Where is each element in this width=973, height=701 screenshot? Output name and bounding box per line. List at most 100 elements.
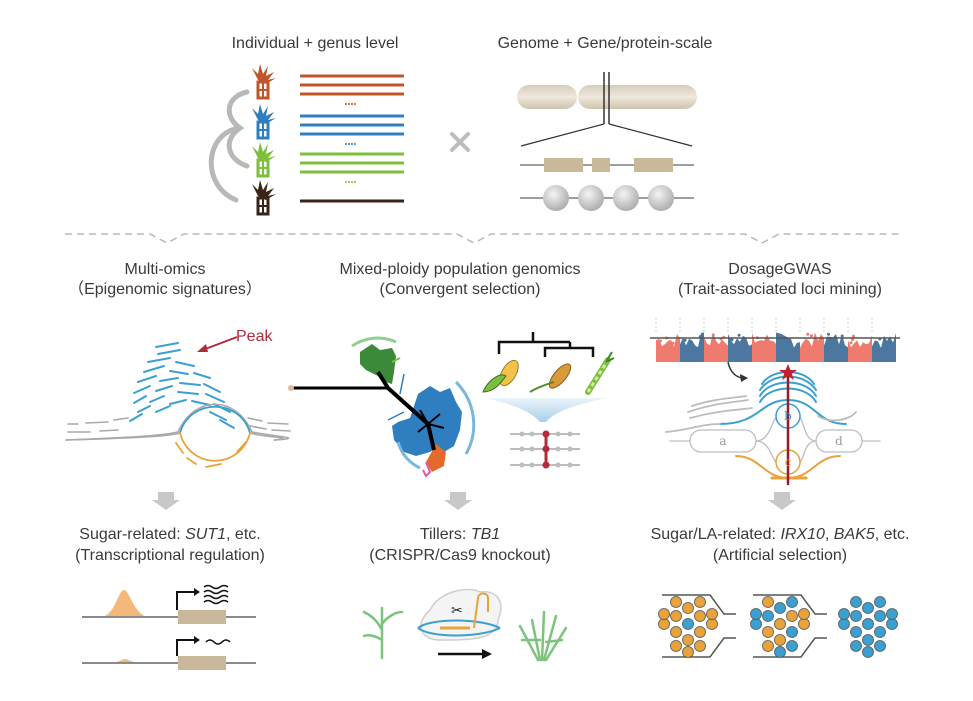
- manhattan-point: [886, 341, 890, 345]
- manhattan-point: [827, 332, 830, 336]
- peak-arrow-icon: [197, 336, 238, 352]
- manhattan-point: [809, 334, 813, 338]
- exon: [592, 158, 610, 172]
- chromatin-read-dash: [169, 370, 189, 375]
- blue-allele-dot: [774, 646, 786, 658]
- cane-icon: [252, 142, 276, 178]
- manhattan-point: [852, 334, 855, 338]
- gene-label-d: d: [835, 434, 843, 448]
- blue-allele-dot: [862, 618, 874, 630]
- chromatin-read-dash: [177, 391, 199, 395]
- manhattan-point: [789, 342, 793, 346]
- chromatin-read-dash: [219, 419, 235, 429]
- gene-body: [178, 656, 226, 670]
- guide-rna-hairpin: [473, 592, 489, 629]
- gene-body: [178, 610, 226, 624]
- chromatin-read-dash: [209, 411, 227, 421]
- chromosome-arm-long: [578, 85, 697, 109]
- blue-allele-dot: [874, 596, 886, 608]
- clade-green: [360, 344, 396, 384]
- blue-allele-dot: [750, 618, 762, 630]
- chromatin-read-dash: [155, 385, 173, 392]
- blue-allele-dot: [850, 640, 862, 652]
- blue-allele-dot: [786, 640, 798, 652]
- blue-allele-dot: [682, 618, 694, 630]
- manhattan-point: [658, 339, 662, 343]
- blue-allele-dot: [886, 618, 898, 630]
- manhattan-point: [767, 344, 771, 348]
- col1-gene-sut1: SUT1: [185, 526, 227, 543]
- maize-icon: [482, 359, 519, 393]
- species-tree: [497, 332, 595, 357]
- manhattan-point: [689, 340, 692, 344]
- col3-result-prefix: Sugar/LA-related:: [650, 526, 781, 543]
- chromatin-read-dash: [143, 365, 165, 373]
- signal-peak-high: [100, 590, 150, 617]
- chromatin-read-dash: [205, 393, 225, 403]
- orange-allele-dot: [670, 596, 682, 608]
- col3-subtitle: (Trait-associated loci mining): [678, 281, 882, 298]
- artificial-selection-illustration: [658, 594, 898, 658]
- down-arrows: [152, 492, 796, 510]
- orange-allele-dot: [762, 640, 774, 652]
- outgroup-tip: [288, 385, 294, 391]
- orange-allele-dot: [706, 618, 718, 630]
- top-left-title: Individual + genus level: [231, 35, 399, 52]
- clade-pink: [422, 461, 432, 478]
- dosage-regulation-illustration: [665, 364, 881, 486]
- orange-allele-dot: [694, 596, 706, 608]
- top-right-title: Genome + Gene/protein-scale: [497, 35, 713, 52]
- section-divider: [65, 233, 900, 244]
- col3-result-suffix: , etc.: [874, 526, 910, 543]
- manhattan-arrow-icon: [727, 361, 748, 382]
- down-arrow-icon: [444, 492, 472, 510]
- col2-result-prefix: Tillers:: [419, 526, 471, 543]
- col2-title: Mixed-ploidy population genomics: [339, 261, 581, 278]
- blue-allele-dot: [762, 610, 774, 622]
- nucleosome-array: [520, 185, 694, 211]
- chromatin-read-dash: [159, 377, 179, 382]
- orange-allele-dot: [706, 608, 718, 620]
- phylogeny-brackets: [208, 89, 250, 203]
- chromatin-read-dash: [157, 349, 181, 355]
- cane-icon: [252, 180, 276, 216]
- chromatin-read-dash: [147, 357, 171, 363]
- blue-allele-dot: [874, 626, 886, 638]
- plant-wildtype-icon: [362, 606, 404, 660]
- orange-allele-dot: [762, 596, 774, 608]
- transcript-high-icon: [203, 584, 229, 605]
- blue-allele-dot: [874, 640, 886, 652]
- gene-label-b: b: [784, 409, 792, 423]
- orange-allele-dot: [682, 634, 694, 646]
- blue-allele-dot: [786, 596, 798, 608]
- sugarcane-icon: [585, 351, 615, 395]
- manhattan-point: [711, 333, 715, 337]
- manhattan-point: [806, 332, 810, 336]
- multiply-icon: [450, 132, 470, 152]
- chromatin-read-dash: [203, 383, 221, 393]
- orange-allele-dot: [786, 610, 798, 622]
- selection-funnel: [753, 594, 827, 615]
- chromatin-read-dash: [133, 395, 147, 404]
- orange-allele-dot: [798, 608, 810, 620]
- manhattan-point: [683, 338, 687, 342]
- chromatin-read-dash: [133, 385, 151, 394]
- col3-gene-bak5: BAK5: [833, 526, 875, 543]
- cane-icons: [252, 64, 276, 216]
- convergent-loci: [510, 430, 580, 469]
- orange-allele-dot: [670, 626, 682, 638]
- dna-helix: [417, 619, 501, 637]
- col2-result: Tillers: TB1: [340, 525, 580, 545]
- manhattan-chromosome-block: [680, 332, 704, 362]
- manhattan-point: [741, 341, 745, 345]
- radial-phylogeny: [288, 336, 476, 478]
- chromatin-read-dash: [137, 375, 157, 383]
- exon: [544, 158, 583, 172]
- orange-allele-dot: [762, 626, 774, 638]
- orange-allele-dot: [670, 640, 682, 652]
- orange-allele-dot: [670, 610, 682, 622]
- manhattan-point: [849, 341, 853, 345]
- chromatin-read-dash: [179, 382, 201, 386]
- gene-model: [520, 158, 694, 172]
